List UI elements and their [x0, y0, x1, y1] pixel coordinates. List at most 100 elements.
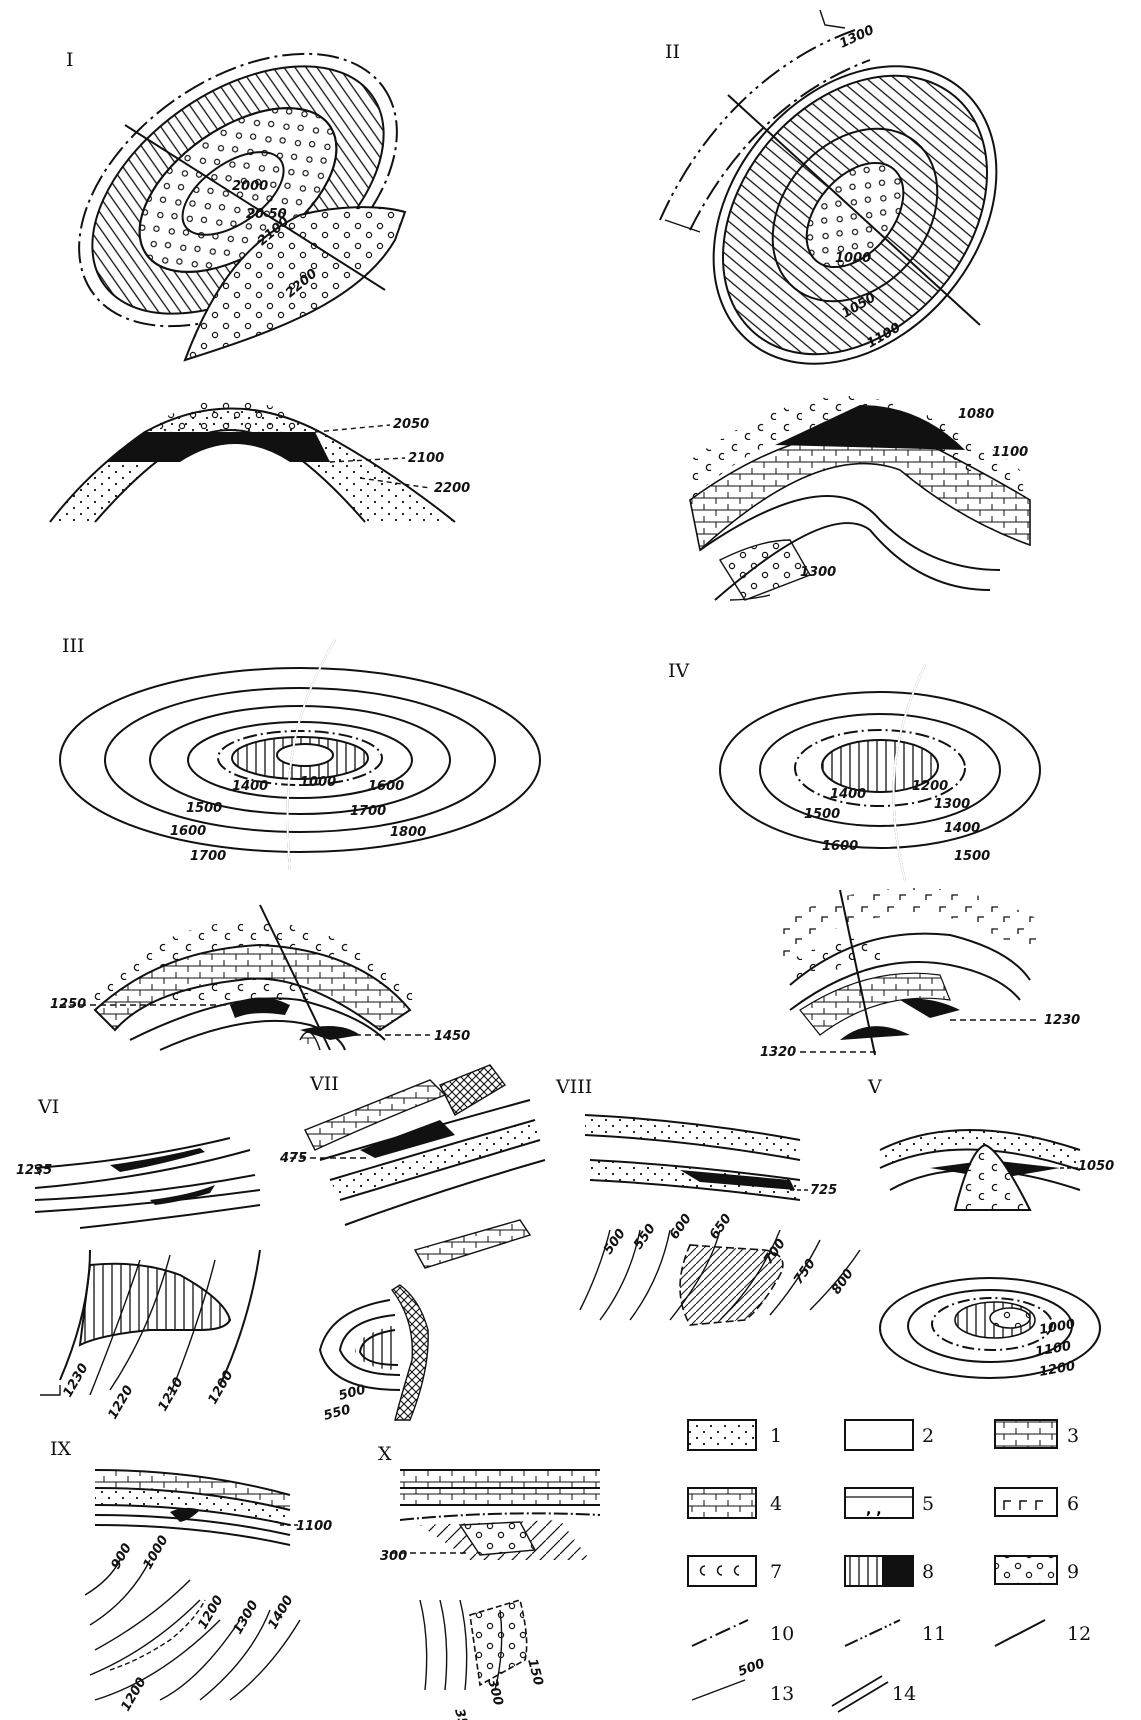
panel-VIII: VIII 725 500 550 600 650 700 750 800 [555, 1076, 860, 1325]
panel-I-label: I [66, 49, 74, 71]
panel-VII-label: VII [309, 1073, 339, 1095]
panel-I-section-label: 2200 [434, 481, 470, 496]
panel-IX-contour-label: 900 [108, 1541, 135, 1572]
panel-VII-contour-label: 475 [279, 1151, 307, 1166]
panel-VII-contour-label: 500 [337, 1382, 367, 1404]
legend-number: 14 [892, 1683, 916, 1705]
sand-dots-icon [688, 1420, 756, 1450]
legend-number: 8 [922, 1561, 934, 1583]
dolomite-mark-icon: , , [866, 1502, 882, 1518]
legend-item-13: 500 13 [692, 1656, 794, 1705]
dash-dot-dot-line-icon [845, 1620, 900, 1646]
panel-IV-label: IV [668, 660, 690, 682]
panel-VI-contour-label: 1235 [16, 1163, 52, 1178]
panel-IX: IX 1100 900 1000 1200 1300 1400 1200 [50, 1438, 332, 1714]
legend-number: 9 [1067, 1561, 1079, 1583]
panel-X-contour-label: 300 [484, 1677, 506, 1707]
panel-VIII-contour-label: 500 [601, 1226, 629, 1257]
panel-I-section-label: 2100 [408, 451, 444, 466]
legend-number: 5 [922, 1493, 934, 1515]
panel-IV-contour-label: 1400 [830, 787, 866, 802]
legend-number: 6 [1067, 1493, 1079, 1515]
panel-I-section: 2050 2100 2200 [50, 400, 470, 522]
legend-item-14: 14 [832, 1676, 916, 1712]
legend-item-5: , , 5 [845, 1488, 934, 1518]
legend-item-3: 3 [995, 1420, 1079, 1448]
panel-IV: IV 1200 1400 1300 1500 1400 1500 1600 12… [668, 660, 1080, 1060]
conglomerate-icon [995, 1556, 1057, 1584]
panel-III-contour-label: 1700 [350, 804, 386, 819]
legend-item-8: 8 [845, 1556, 934, 1586]
panel-III-section-label: 1250 [50, 997, 86, 1012]
legend-number: 10 [770, 1623, 794, 1645]
panel-X: X 300 350 300 150 [378, 1443, 600, 1720]
panel-IX-contour-label: 1100 [296, 1519, 332, 1534]
panel-VIII-contour-label: 725 [810, 1183, 837, 1198]
panel-III-contour-label: 1000 [300, 775, 336, 790]
panel-VI-contour-label: 1210 [155, 1375, 186, 1414]
panel-II-section-label: 1080 [958, 407, 994, 422]
marl-icon [995, 1420, 1057, 1448]
panel-IV-section-label: 1320 [760, 1045, 796, 1060]
panel-IX-contour-label: 1300 [230, 1598, 261, 1637]
panel-VII: VII 475 500 550 [279, 1065, 545, 1424]
limestone-icon [688, 1488, 756, 1518]
legend-item-10: 10 [692, 1620, 794, 1646]
panel-IX-contour-label: 1200 [195, 1593, 226, 1632]
panel-II-section: 1080 1100 1300 [690, 396, 1030, 600]
panel-VIII-contour-label: 600 [667, 1211, 695, 1242]
panel-IV-contour-label: 1500 [954, 849, 990, 864]
legend-number: 7 [770, 1561, 782, 1583]
panel-III-contour-label: 1600 [170, 824, 206, 839]
panel-III: III 1400 1000 1500 1600 1600 1700 1700 1… [50, 635, 540, 1050]
panel-VIII-contour-label: 550 [631, 1221, 659, 1252]
panel-VIII-label: VIII [555, 1076, 592, 1098]
panel-VIII-contour-label: 800 [829, 1266, 857, 1297]
panel-X-contour-label: 150 [524, 1657, 546, 1687]
panel-IV-contour-label: 1200 [912, 779, 948, 794]
panel-IX-contour-label: 1200 [118, 1675, 149, 1714]
dash-dot-line-icon [692, 1620, 748, 1646]
panel-IV-contour-label: 1400 [944, 821, 980, 836]
panel-IV-contour-label: 1300 [934, 797, 970, 812]
panel-VIII-contour-label: 650 [707, 1211, 735, 1242]
legend-number: 3 [1067, 1425, 1079, 1447]
panel-III-contour-label: 1600 [368, 779, 404, 794]
legend-number: 13 [770, 1683, 794, 1705]
panel-VIII-contour-label: 750 [791, 1256, 819, 1287]
legend-item-12: 12 [995, 1620, 1091, 1646]
blank-box-icon [845, 1420, 913, 1450]
panel-I: I 2000 20 50 2100 2200 2050 2100 2200 [29, 0, 470, 522]
panel-II-section-label: 1300 [800, 565, 836, 580]
panel-I-section-label: 2050 [393, 417, 429, 432]
panel-IX-contour-label: 1400 [265, 1593, 296, 1632]
panel-III-contour-label: 1500 [186, 801, 222, 816]
panel-X-contour-label: 300 [380, 1549, 407, 1564]
panel-IX-contour-label: 1000 [140, 1533, 171, 1572]
panel-VI-contour-label: 1200 [205, 1368, 236, 1407]
panel-VIII-contour-label: 700 [761, 1236, 789, 1267]
panel-IV-contour-label: 1600 [822, 839, 858, 854]
panel-II-label: II [665, 41, 680, 63]
legend-item-1: 1 [688, 1420, 782, 1450]
panel-II: II 1300 1000 1050 1100 1080 1100 1300 [655, 10, 1054, 600]
panel-VI: VI 1235 1230 1220 1210 1200 [16, 1096, 260, 1422]
salt-icon [688, 1556, 756, 1586]
oil-zone-icon [845, 1556, 883, 1586]
legend-number: 12 [1067, 1623, 1091, 1645]
panel-VII-contour-label: 550 [322, 1402, 352, 1424]
panel-V: V 1050 1000 1100 1200 [867, 1076, 1114, 1380]
panel-II-section-label: 1100 [992, 445, 1028, 460]
legend-number: 4 [770, 1493, 782, 1515]
panel-II-map [655, 10, 1054, 420]
legend-number: 11 [922, 1623, 946, 1645]
panel-II-contour-label: 1000 [835, 251, 871, 266]
panel-I-contour-label: 2000 [232, 179, 268, 194]
panel-III-section: 1250 1450 [50, 905, 470, 1050]
panel-III-contour-label: 1700 [190, 849, 226, 864]
panel-X-label: X [378, 1443, 392, 1465]
panel-III-contour-label: 1800 [390, 825, 426, 840]
panel-X-contour-label: 350 [451, 1707, 473, 1720]
panel-III-section-label: 1450 [434, 1029, 470, 1044]
